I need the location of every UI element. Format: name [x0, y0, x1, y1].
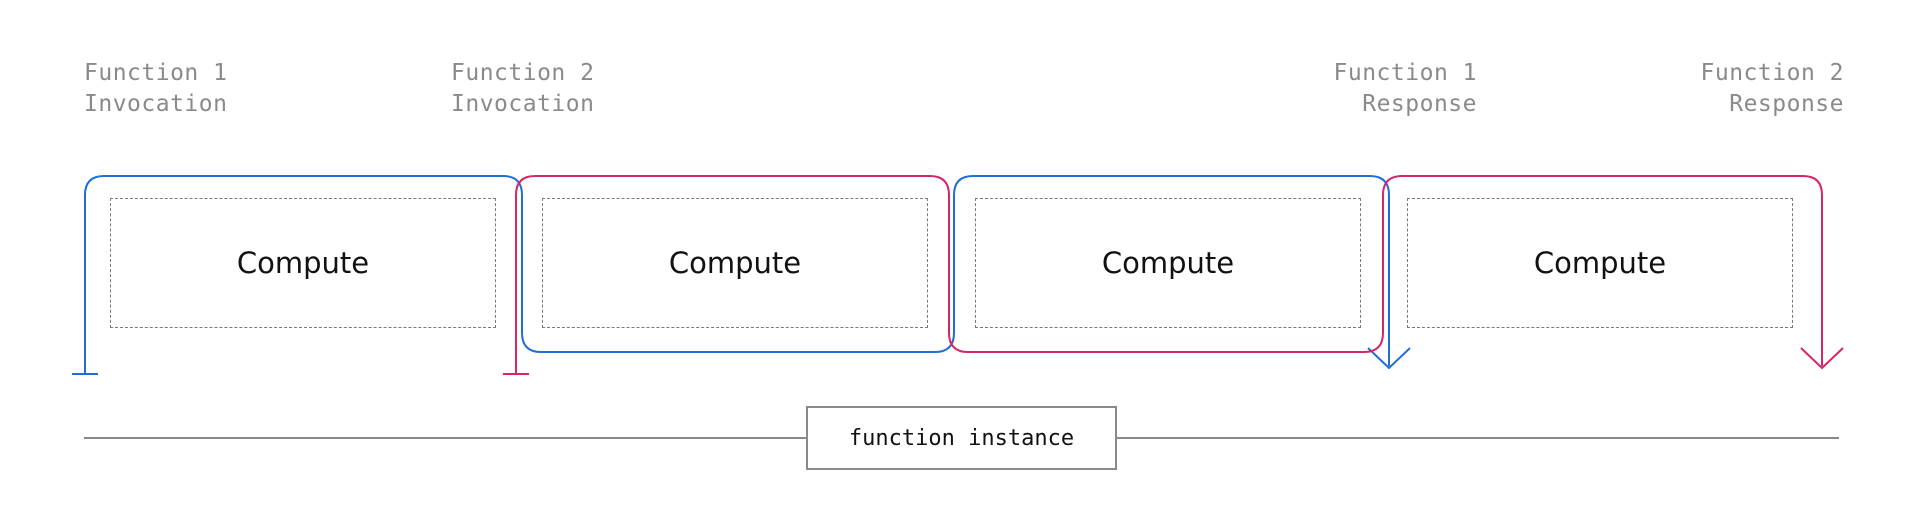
function-2-invocation-label-line2: Invocation	[451, 91, 595, 117]
compute-block: Compute	[110, 198, 496, 328]
function-1-response-label-line2: Response	[1362, 91, 1477, 117]
compute-block: Compute	[1407, 198, 1793, 328]
function-2-response-label-line1: Function 2	[1700, 60, 1844, 86]
function-2-flow-path-b	[1382, 175, 1823, 366]
function-1-flow-path-a	[84, 175, 955, 374]
function-2-response-arrow-icon	[1800, 347, 1844, 370]
function-2-flow-path-a	[515, 175, 1384, 374]
function-2-invocation-label: Function 2 Invocation	[451, 58, 594, 120]
function-1-response-arrow-icon	[1367, 347, 1411, 370]
function-1-response-label-line1: Function 1	[1333, 60, 1477, 86]
function-instance-label: function instance	[848, 425, 1075, 451]
compute-block: Compute	[975, 198, 1361, 328]
function-instance-box: function instance	[806, 406, 1117, 470]
function-2-response-label-line2: Response	[1729, 91, 1844, 117]
function-1-response-label: Function 1 Response	[1334, 58, 1477, 120]
function-2-response-label: Function 2 Response	[1701, 58, 1844, 120]
function-2-invocation-label-line1: Function 2	[451, 60, 595, 86]
function-1-invocation-label-line2: Invocation	[84, 91, 228, 117]
function-1-flow-path-b	[953, 175, 1390, 366]
function-1-invocation-label-line1: Function 1	[84, 60, 228, 86]
compute-block: Compute	[542, 198, 928, 328]
function-1-invocation-label: Function 1 Invocation	[84, 58, 227, 120]
